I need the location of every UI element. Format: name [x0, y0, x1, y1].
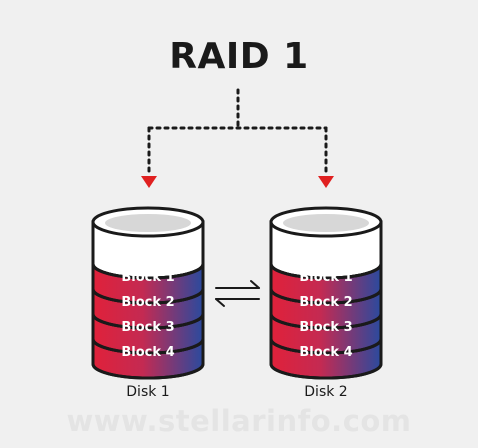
- block-separator: [269, 338, 383, 355]
- block-separator: [91, 363, 205, 380]
- mirror-connector: [147, 88, 328, 176]
- exchange-arrows-icon: [215, 280, 260, 307]
- block-separator: [269, 363, 383, 380]
- diagram-title: RAID 1: [169, 36, 309, 77]
- disk-top-inner: [105, 214, 191, 232]
- block-separator: [269, 288, 383, 305]
- block-label: Block 3: [121, 320, 174, 335]
- disk-1-label: Disk 1: [126, 384, 170, 400]
- disk-top-inner: [283, 214, 369, 232]
- disk-1: Block 1 Block 2 Block 3 Block 4: [91, 206, 205, 380]
- arrowhead-disk1: [141, 176, 157, 188]
- block-label: Block 2: [121, 295, 174, 310]
- block-separator: [91, 263, 205, 280]
- disk-2: Block 1 Block 2 Block 3 Block 4: [269, 206, 383, 380]
- block-label: Block 4: [121, 345, 174, 360]
- block-separator: [269, 263, 383, 280]
- disk-2-label: Disk 2: [304, 384, 348, 400]
- arrowhead-disk2: [318, 176, 334, 188]
- block-separator: [91, 288, 205, 305]
- block-separator: [91, 338, 205, 355]
- block-label: Block 2: [299, 295, 352, 310]
- block-label: Block 1: [299, 270, 352, 285]
- block-separator: [269, 313, 383, 330]
- block-separator: [91, 313, 205, 330]
- block-label: Block 4: [299, 345, 352, 360]
- block-label: Block 1: [121, 270, 174, 285]
- watermark: www.stellarinfo.com: [66, 404, 412, 438]
- block-label: Block 3: [299, 320, 352, 335]
